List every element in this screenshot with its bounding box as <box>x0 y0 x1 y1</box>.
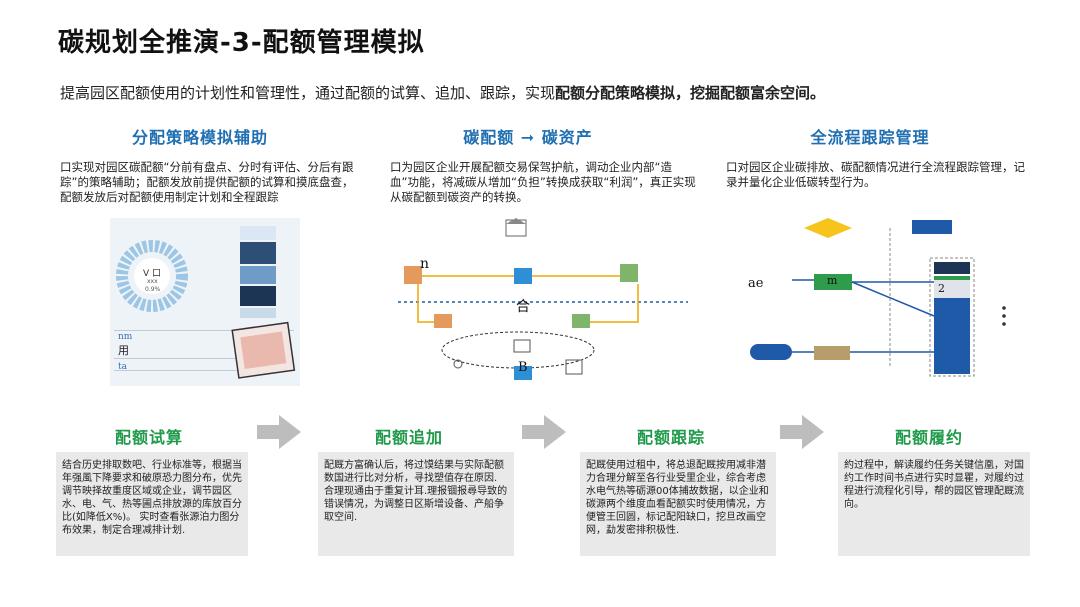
intro-bold: 配额分配策略模拟，挖掘配额富余空间。 <box>555 84 826 102</box>
label-n: n <box>420 256 430 272</box>
col-heading-2: 碳配额 ➞ 碳资产 <box>463 128 593 147</box>
stage-title-1: 配额试算 <box>114 428 183 447</box>
tracking-flow-graphic <box>750 218 1006 377</box>
label-b: B <box>518 360 528 375</box>
stage-title-3: 配额跟踪 <box>636 428 705 447</box>
stage-title-4: 配额履约 <box>894 428 963 447</box>
col-text-3: 口对园区企业碳排放、碳配额情况进行全流程跟踪管理，记录并量化企业低碳转型行为。 <box>726 160 1025 189</box>
intro-text: 提高园区配额使用的计划性和管理性，通过配额的试算、追加、跟踪，实现配额分配策略模… <box>60 82 825 103</box>
arrow-right-icon <box>522 415 566 449</box>
asset-flow-graphic <box>398 218 688 380</box>
col-text-1: 口实现对园区碳配额“分前有盘点、分时有评估、分后有跟踪”的策略辅助；配额发放前提… <box>60 160 354 204</box>
label-he: 合 <box>516 299 530 315</box>
tracking-flowchart-image: ae m 2 <box>740 218 1024 384</box>
label-ae: ae <box>748 276 764 291</box>
label-use: 用 <box>118 344 129 357</box>
dashboard-graphic <box>110 218 300 386</box>
label-m: m <box>827 274 838 287</box>
quota-dashboard-image: V 口 xxx 0.9% nm 用 ta <box>110 218 300 386</box>
page-title: 碳规划全推演-3-配额管理模拟 <box>58 28 425 58</box>
carbon-asset-diagram-image: n 合 B <box>398 218 688 384</box>
ring-label-3: 0.9% <box>145 286 161 293</box>
ring-label-1: V 口 <box>143 269 162 279</box>
stage-box-4: 約过程中，解读履约任务关键信凰，对国约工作时间书点进行实时显瞿，对履约过程进行流… <box>838 452 1030 556</box>
label-ta: ta <box>118 362 127 372</box>
stage-box-1: 结合历史排取数吧、行业标准等，根据当年强風下降要求和破原恐力图分布，优先调节映择… <box>56 452 248 556</box>
arrow-right-icon <box>257 415 301 449</box>
col-heading-3: 全流程跟踪管理 <box>810 128 930 147</box>
ring-label-2: xxx <box>147 278 158 285</box>
stage-box-3: 配厩使用过租中，将总退配厩按用减非潜力合理分解至各行业受里企业，综合考虑水电气热… <box>580 452 776 556</box>
col-heading-1: 分配策略模拟辅助 <box>131 128 268 147</box>
intro-plain: 提高园区配额使用的计划性和管理性，通过配额的试算、追加、跟踪，实现 <box>60 84 556 102</box>
label-nm: nm <box>118 332 133 342</box>
stage-box-2: 配厩方富确认后，将过馍结果与实际配额数国进行比对分析，寻找塑值存在原因. 合理现… <box>318 452 514 556</box>
stage-title-2: 配额追加 <box>374 428 443 447</box>
arrow-right-icon <box>780 415 824 449</box>
col-text-2: 口为园区企业开展配额交易保驾护航，调动企业内部“造血”功能，将减碳从增加“负担”… <box>390 160 696 204</box>
label-2: 2 <box>938 282 945 295</box>
